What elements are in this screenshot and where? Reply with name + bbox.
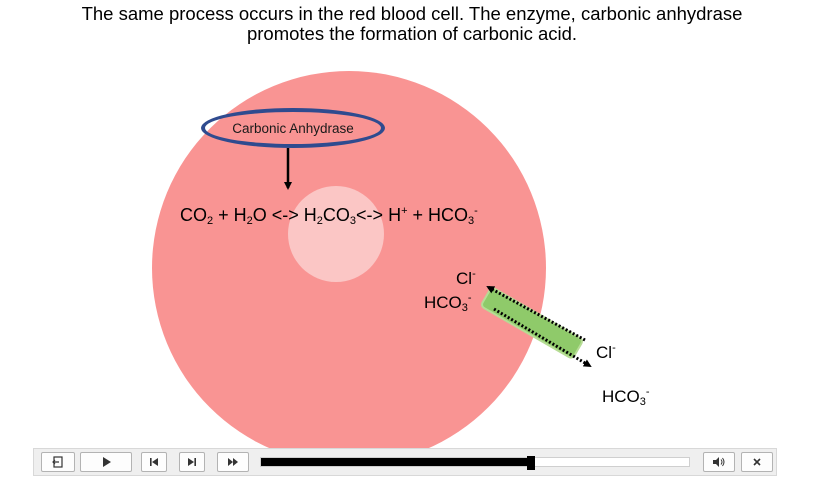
- caption-line-1: The same process occurs in the red blood…: [81, 3, 743, 24]
- fast-forward-icon: [228, 458, 238, 466]
- inside-chloride-label: Cl-: [456, 268, 476, 289]
- progress-fill: [261, 458, 531, 466]
- inside-hco-sup: -: [467, 292, 472, 304]
- inside-hco-sub: 3: [461, 302, 468, 314]
- diagram: Carbonic Anhydrase CO2 + H2O <-> H2CO3<-…: [152, 71, 650, 465]
- diagram-arrows: [284, 148, 592, 368]
- exit-icon: [52, 456, 63, 468]
- eq-co-sub: 2: [207, 215, 214, 227]
- caption-line-2: promotes the formation of carbonic acid.: [246, 23, 578, 44]
- inside-hco-text: HCO: [424, 293, 462, 312]
- inside-bicarbonate-label: HCO3-: [424, 292, 472, 314]
- eq-arrow-h: <-> H: [356, 205, 402, 225]
- inside-cl-text: Cl: [456, 269, 473, 288]
- enzyme-text: Carbonic Anhydrase: [232, 120, 354, 136]
- enzyme-label: Carbonic Anhydrase: [201, 108, 385, 148]
- skip-back-icon: [150, 458, 158, 466]
- play-button[interactable]: [80, 452, 132, 472]
- next-slide-button[interactable]: [179, 452, 205, 472]
- eq-co: CO: [180, 205, 207, 225]
- cell-center: [288, 186, 384, 282]
- fast-forward-button[interactable]: [217, 452, 249, 472]
- outside-cl-text: Cl: [596, 343, 613, 362]
- previous-slide-button[interactable]: [141, 452, 167, 472]
- bicarbonate-out-arrow: [493, 307, 592, 368]
- eq-co3-sub: 3: [349, 215, 357, 227]
- slide-caption: The same process occurs in the red blood…: [0, 4, 824, 44]
- outside-hco-sup: -: [645, 386, 650, 398]
- eq-h-sup: +: [401, 205, 408, 217]
- chloride-in-arrow: [486, 285, 586, 342]
- eq-plus-h: + H: [213, 205, 247, 225]
- eq-h-sub: 2: [246, 215, 253, 227]
- eq-h2-sub: 2: [316, 215, 323, 227]
- outside-bicarbonate-label: HCO3-: [602, 386, 650, 408]
- inside-cl-sup: -: [472, 268, 476, 280]
- player-controls: [33, 448, 777, 476]
- volume-icon: [713, 457, 725, 467]
- close-button[interactable]: [741, 452, 773, 472]
- exit-button[interactable]: [41, 452, 75, 472]
- eq-hco3-sup: -: [474, 205, 478, 217]
- reaction-equation: CO2 + H2O <-> H2CO3<-> H+ + HCO3-: [180, 205, 478, 227]
- play-icon: [103, 457, 111, 467]
- outside-chloride-label: Cl-: [596, 342, 616, 363]
- eq-hco3-sub: 3: [468, 215, 475, 227]
- progress-bar[interactable]: [260, 456, 690, 470]
- outside-hco-text: HCO: [602, 387, 640, 406]
- eq-plus-hco: + HCO: [407, 205, 469, 225]
- progress-handle[interactable]: [526, 456, 535, 470]
- volume-button[interactable]: [703, 452, 735, 472]
- eq-co3: CO: [322, 205, 350, 225]
- close-icon: [753, 458, 761, 466]
- eq-o-arrow: O <-> H: [252, 205, 317, 225]
- outside-hco-sub: 3: [639, 396, 646, 408]
- skip-forward-icon: [188, 458, 196, 466]
- outside-cl-sup: -: [612, 342, 616, 354]
- membrane-channel: [481, 287, 583, 359]
